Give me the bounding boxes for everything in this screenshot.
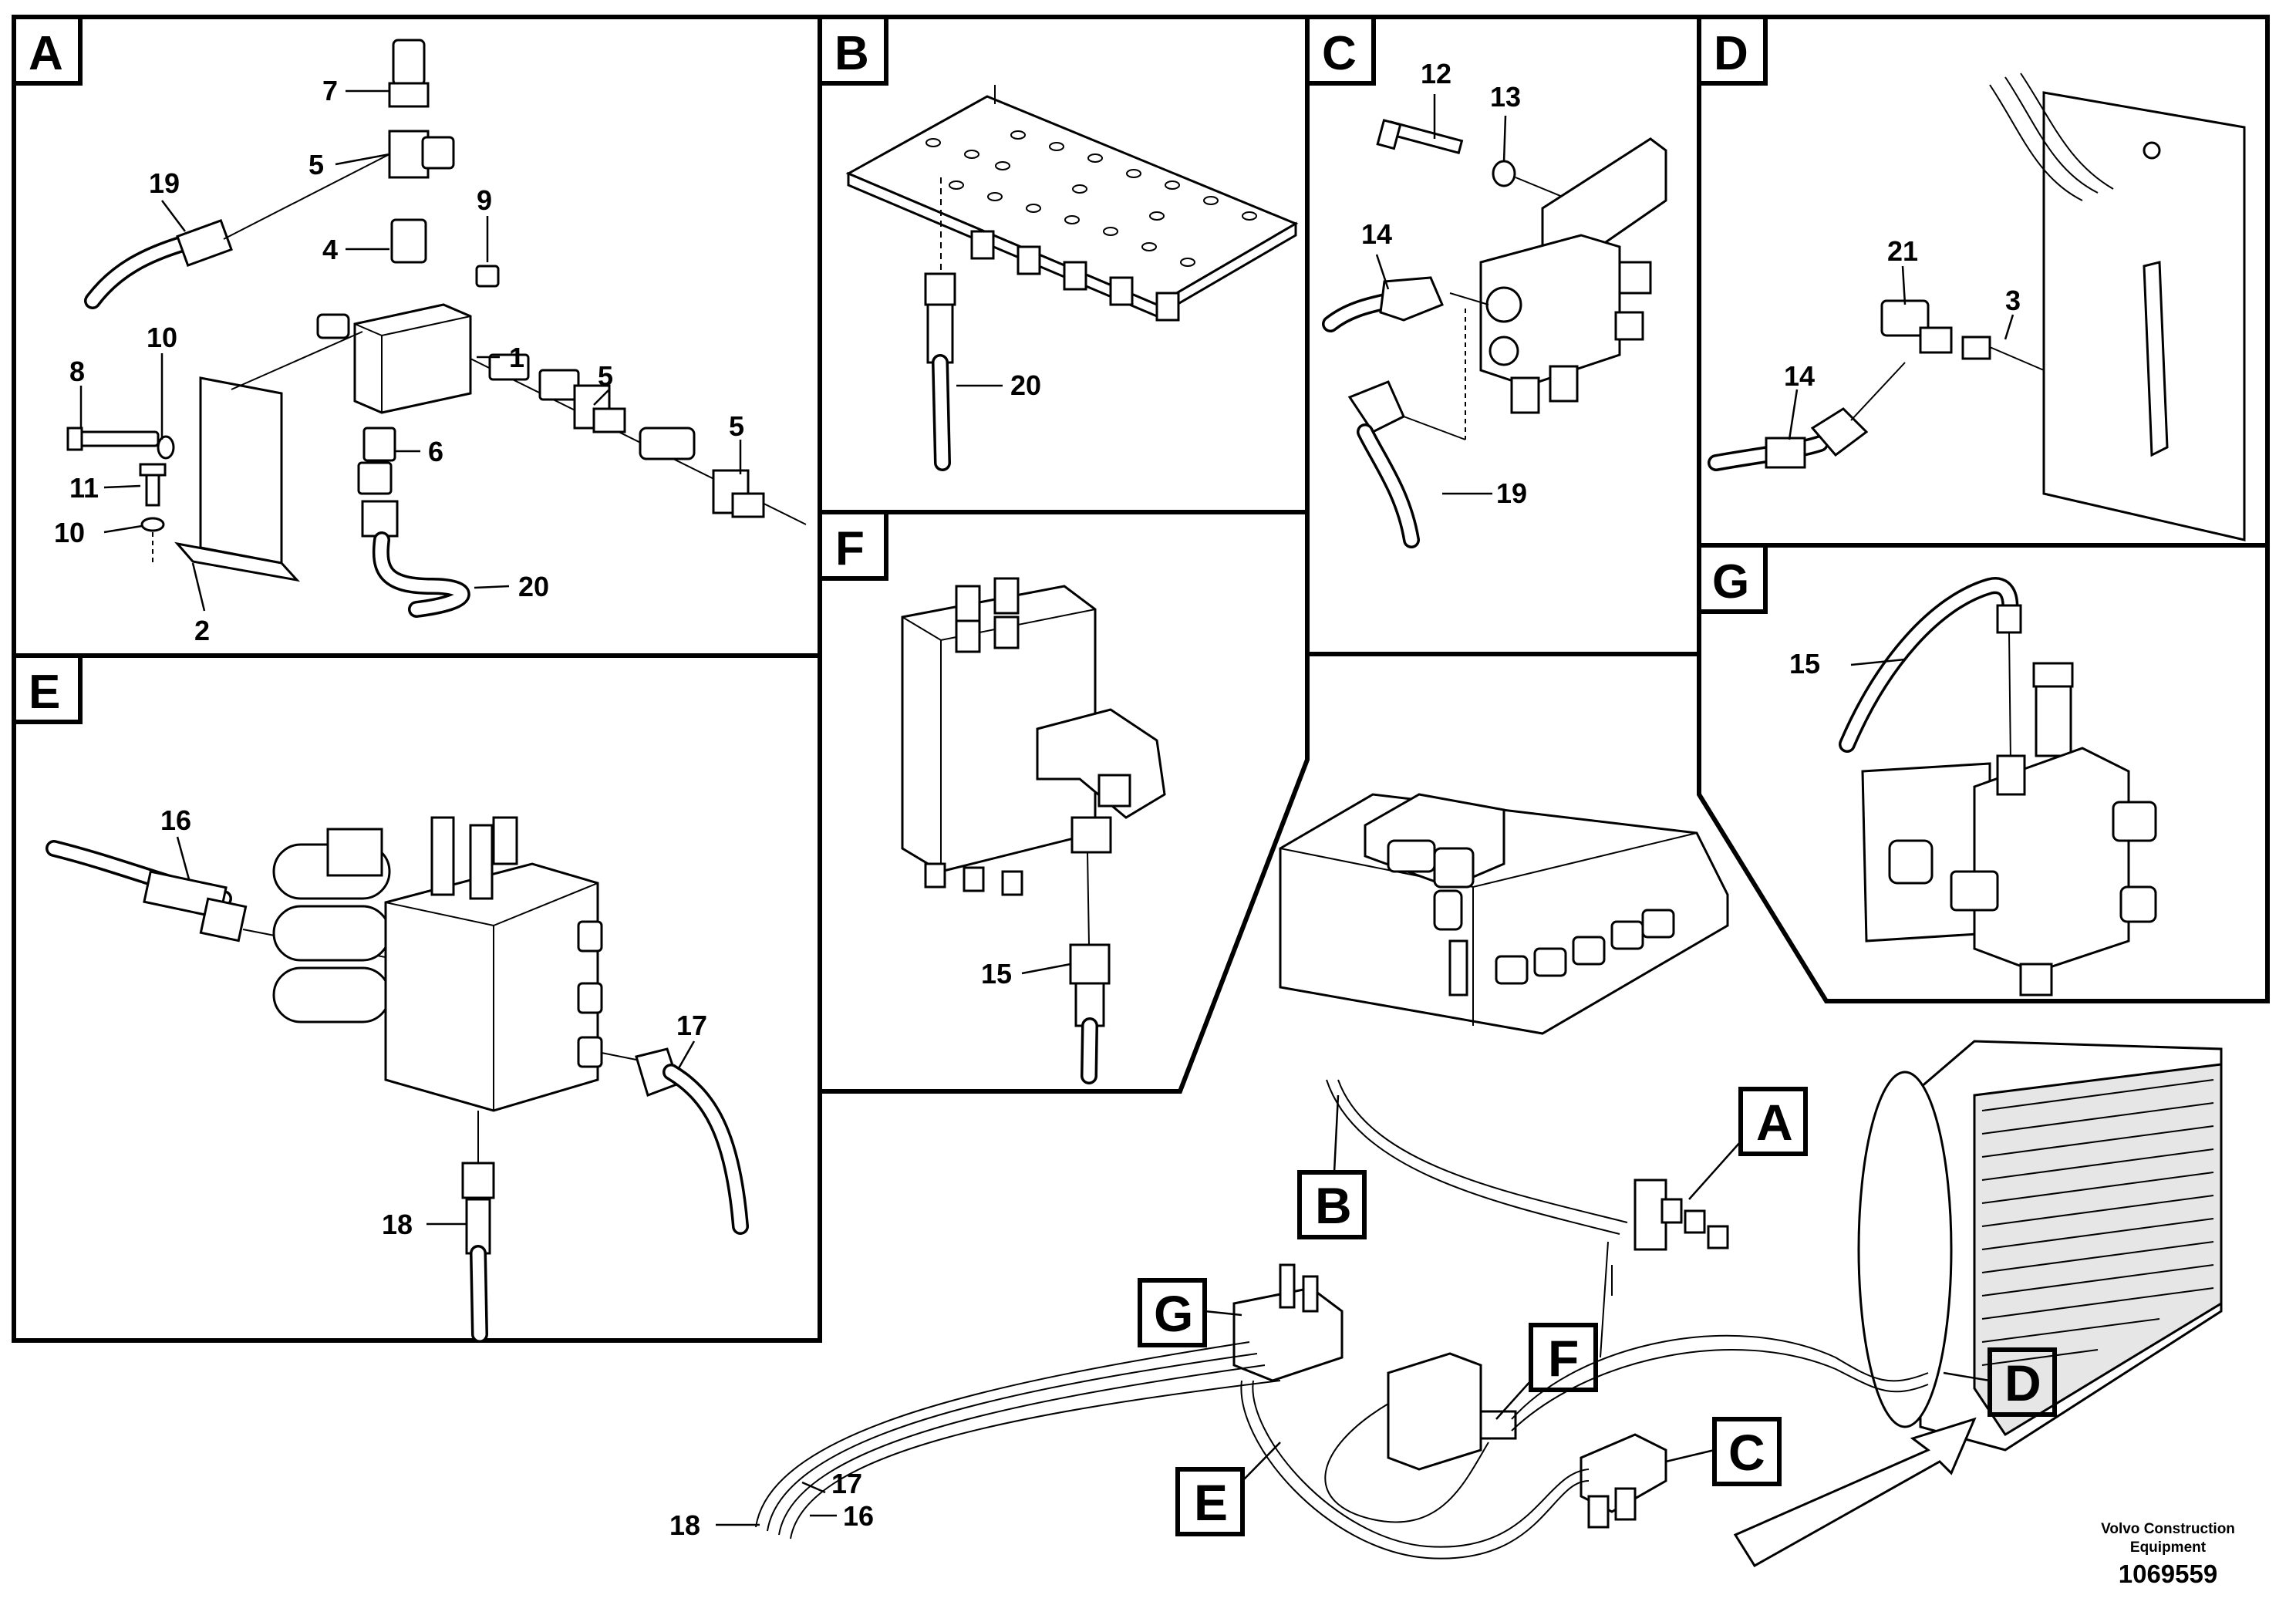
callout-a-20: 20 xyxy=(518,571,549,602)
callout-c-19: 19 xyxy=(1496,477,1527,509)
panel-f-letter: F xyxy=(835,522,865,575)
panel-d-letter: D xyxy=(1714,27,1748,80)
panel-frames xyxy=(12,15,2270,1343)
panel-f-drawing xyxy=(901,577,1166,1084)
panel-a-drawing xyxy=(66,39,807,618)
callout-c-13: 13 xyxy=(1490,81,1521,113)
panel-g-letter: G xyxy=(1712,555,1749,609)
callout-b-20: 20 xyxy=(1010,369,1041,401)
callout-a-5-right: 5 xyxy=(729,410,744,442)
callout-d-3: 3 xyxy=(2005,285,2021,316)
brand-line-2: Equipment xyxy=(2130,1539,2207,1556)
panel-letter-boxes xyxy=(12,15,1768,724)
panel-e-drawing xyxy=(46,816,749,1343)
callout-e-16: 16 xyxy=(160,804,191,836)
callout-e-18: 18 xyxy=(382,1209,413,1240)
callout-a-5-top: 5 xyxy=(308,149,324,180)
locator-d: D xyxy=(2004,1354,2041,1411)
panel-c-letter: C xyxy=(1322,27,1357,80)
callout-a-4: 4 xyxy=(322,234,338,265)
locator-g: G xyxy=(1154,1285,1193,1342)
callout-a-2: 2 xyxy=(194,615,210,646)
callout-g-15: 15 xyxy=(1789,648,1820,679)
callout-e-17: 17 xyxy=(676,1010,707,1041)
callout-a-11: 11 xyxy=(69,472,99,504)
brand-line-1: Volvo Construction xyxy=(2101,1521,2235,1537)
callout-c-12: 12 xyxy=(1421,58,1451,89)
panel-e-letter: E xyxy=(29,666,60,719)
callout-a-7: 7 xyxy=(322,75,338,106)
locator-f: F xyxy=(1548,1330,1579,1387)
callout-a-10-top: 10 xyxy=(147,322,177,353)
overview-leaders xyxy=(716,1481,837,1526)
callout-f-15: 15 xyxy=(981,958,1012,990)
overview-callout-18: 18 xyxy=(669,1509,700,1541)
overview-callout-16: 16 xyxy=(843,1500,874,1532)
callout-a-5-mid: 5 xyxy=(598,360,613,392)
panel-c-drawing xyxy=(1322,94,1667,548)
locator-b: B xyxy=(1315,1177,1352,1234)
panel-b-drawing xyxy=(845,85,1299,471)
document-number: 1069559 xyxy=(2119,1560,2217,1588)
overview-callout-17: 17 xyxy=(831,1468,862,1499)
panel-b-letter: B xyxy=(834,27,869,80)
callout-c-14: 14 xyxy=(1361,218,1392,250)
panel-a-letter: A xyxy=(29,27,63,80)
callout-d-21: 21 xyxy=(1887,235,1918,267)
callout-d-14: 14 xyxy=(1784,360,1815,392)
callout-a-10-bottom: 10 xyxy=(54,517,85,548)
panel-a-leaders xyxy=(79,89,742,612)
callout-a-19: 19 xyxy=(149,167,180,199)
locator-c: C xyxy=(1728,1424,1765,1481)
callout-a-8: 8 xyxy=(69,356,85,387)
panel-g-drawing xyxy=(1839,577,2157,996)
locator-a: A xyxy=(1756,1094,1793,1151)
panel-a-callouts: 7 5 19 4 9 1 10 8 5 6 5 11 10 20 2 xyxy=(54,75,744,646)
locator-e: E xyxy=(1194,1474,1228,1531)
panel-d-drawing xyxy=(1708,73,2246,541)
callout-a-1: 1 xyxy=(509,342,524,373)
overview-locator-boxes xyxy=(1138,1087,2057,1536)
callout-a-6: 6 xyxy=(428,436,443,467)
overview-drawing xyxy=(755,793,2223,1568)
callout-a-9: 9 xyxy=(477,184,492,216)
